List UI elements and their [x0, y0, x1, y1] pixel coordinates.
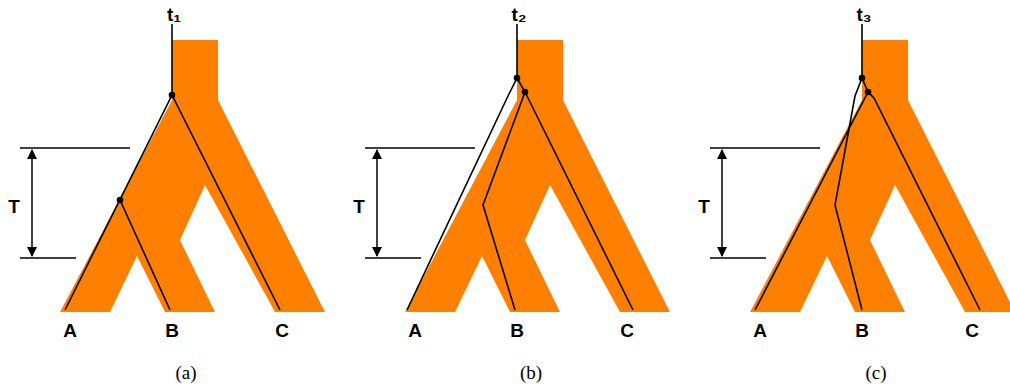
species-label: A — [63, 321, 77, 340]
gene-tree — [755, 24, 980, 310]
species-tree — [710, 40, 1010, 312]
species-label: C — [275, 321, 289, 340]
species-label: C — [965, 321, 979, 340]
species-label: B — [165, 321, 179, 340]
species-tree — [365, 40, 670, 312]
gene-tree — [65, 24, 280, 310]
panel-caption: (c) — [865, 363, 886, 382]
species-label: A — [408, 321, 422, 340]
species-label: A — [753, 321, 767, 340]
species-label: B — [510, 321, 524, 340]
time-label: t₁ — [167, 5, 181, 24]
panel-caption: (a) — [175, 363, 196, 382]
time-label: t₃ — [856, 5, 871, 24]
time-label: t₂ — [512, 5, 527, 24]
interval-label: T — [698, 197, 710, 216]
interval-label: T — [8, 197, 20, 216]
interval-label: T — [353, 197, 365, 216]
species-label: C — [620, 321, 634, 340]
species-label: B — [855, 321, 869, 340]
panel-caption: (b) — [520, 363, 542, 382]
gene-tree — [407, 24, 633, 310]
